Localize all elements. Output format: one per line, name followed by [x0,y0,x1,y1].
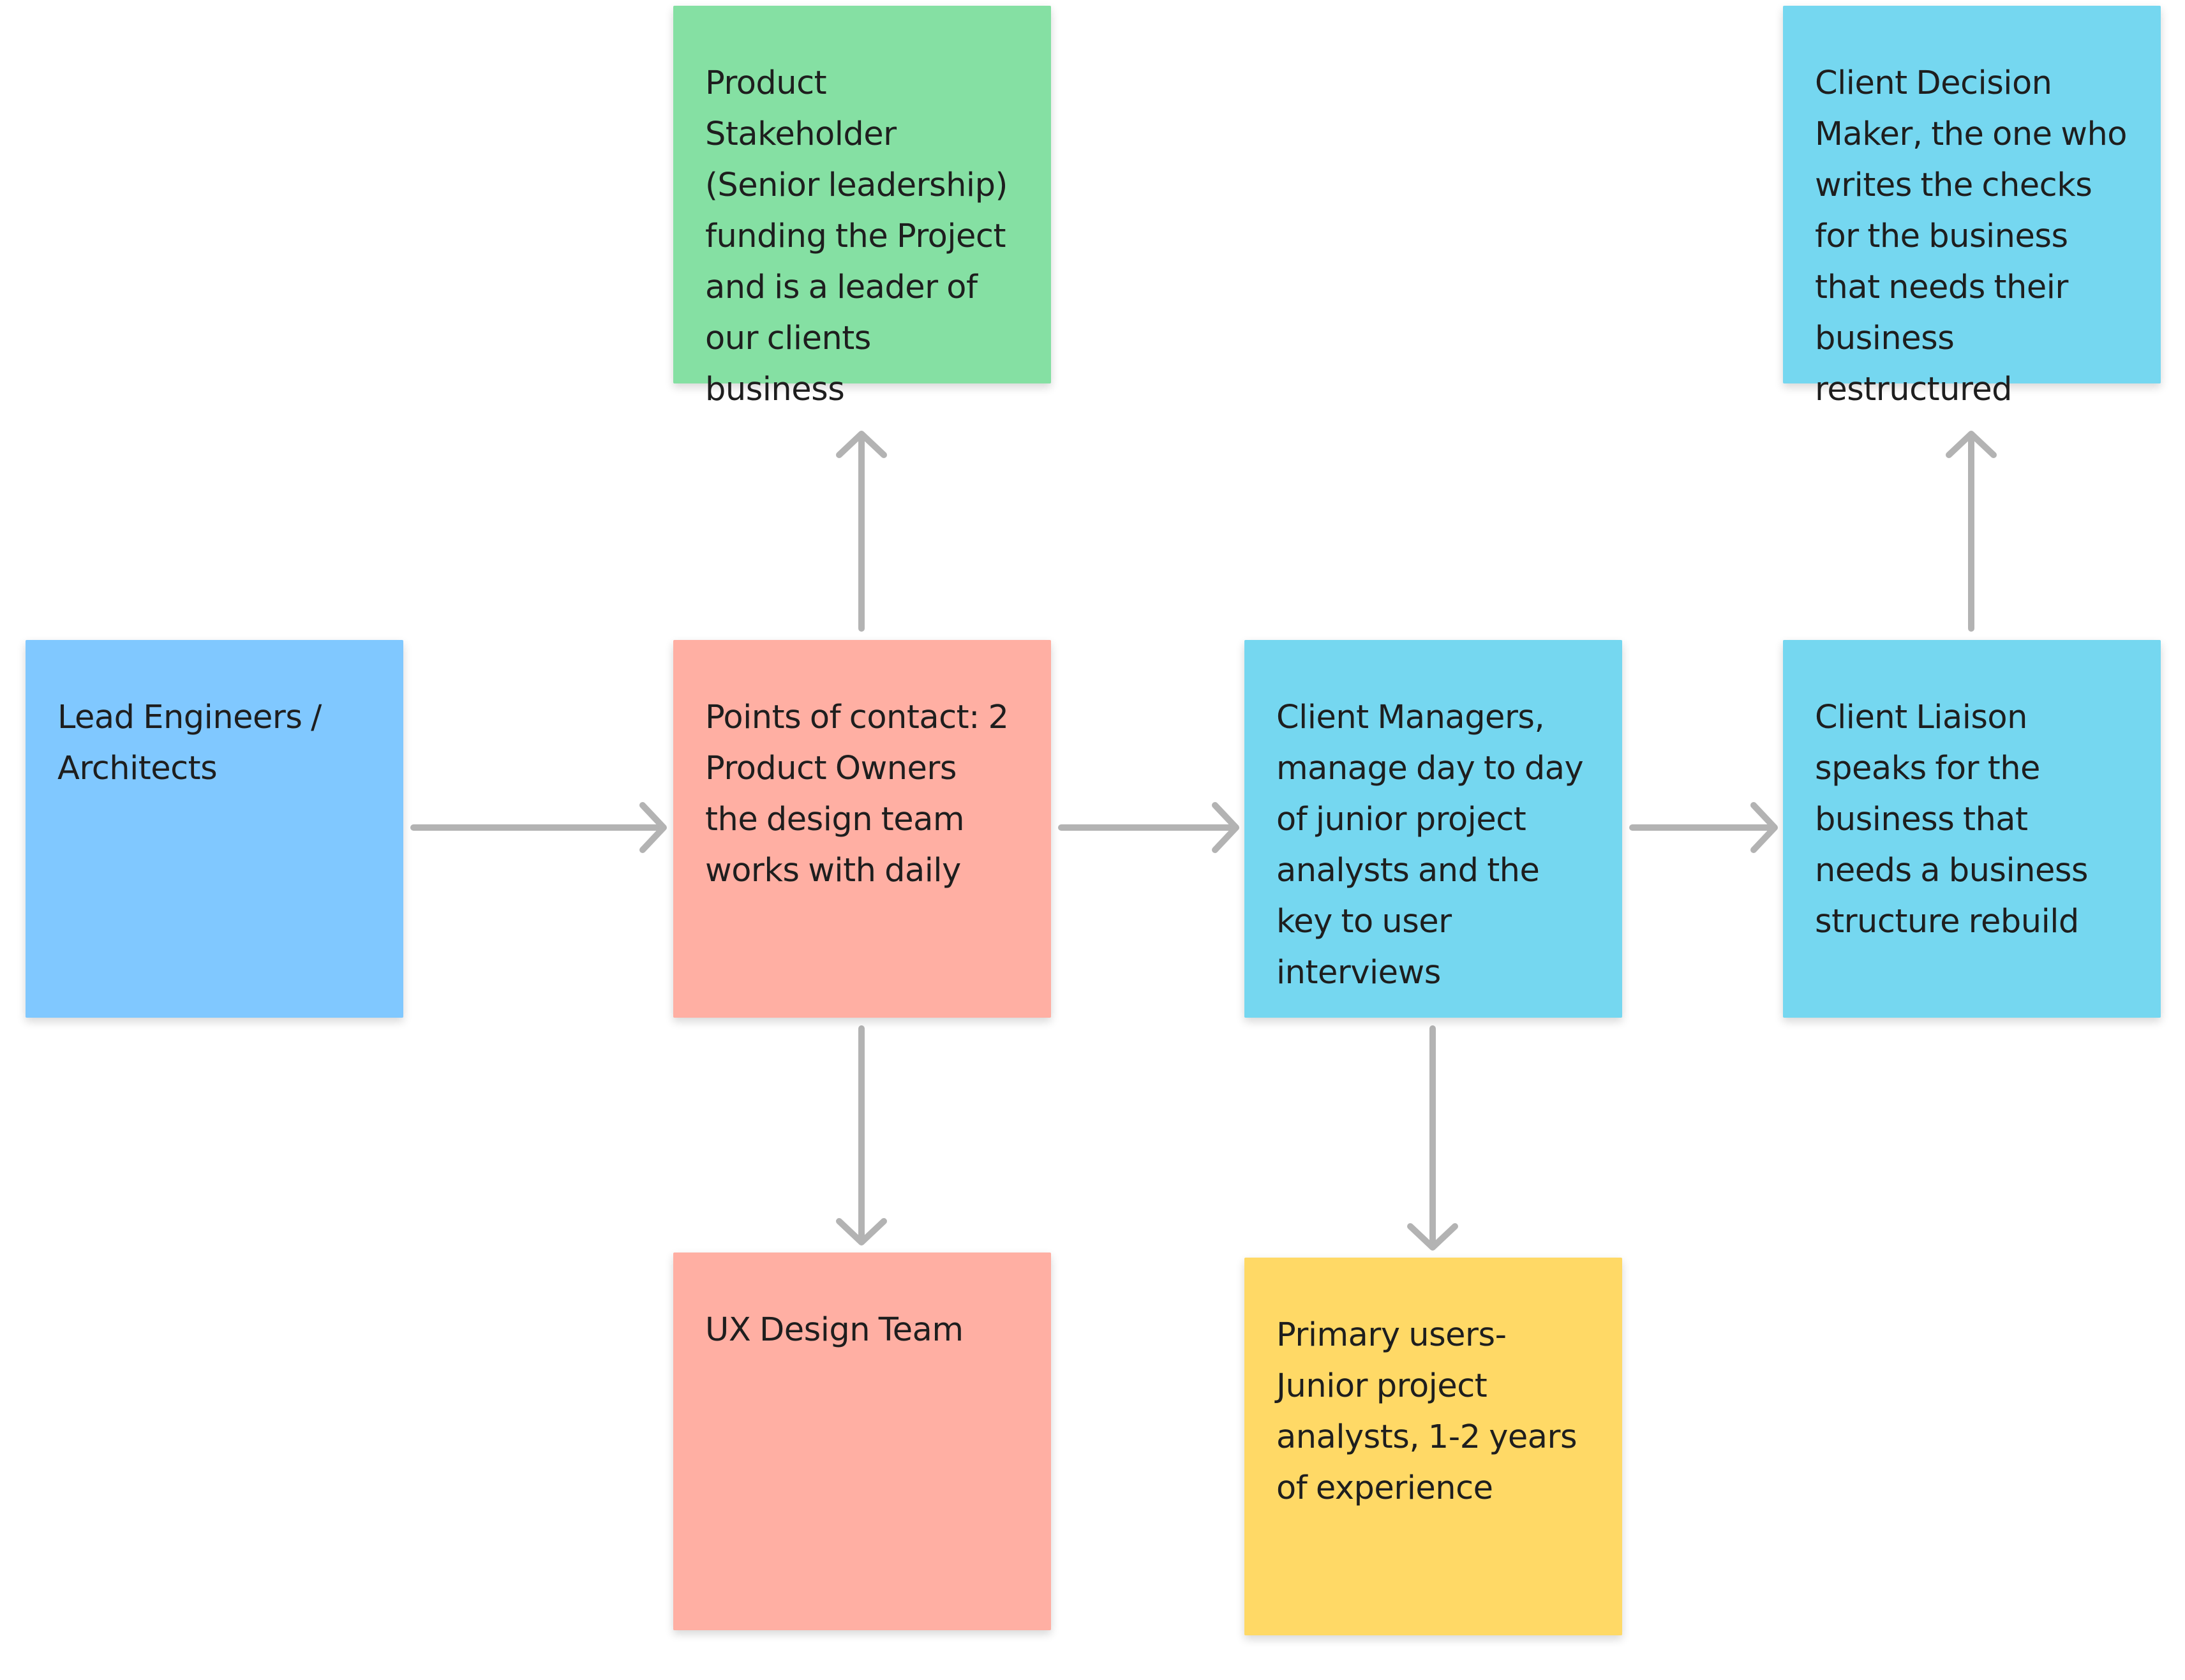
note-text-line: Product [705,64,827,102]
note-text-line: Primary users- [1276,1316,1507,1354]
note-text-line: business that [1815,801,2028,838]
note-text-line: Stakeholder [705,115,897,153]
note-text-line: Points of contact: 2 [705,699,1009,736]
sticky-note-lead-engineers[interactable]: Lead Engineers / Architects [26,640,403,1018]
note-text-line: Junior project [1276,1367,1488,1405]
note-text-line: structure rebuild [1815,903,2079,940]
sticky-note-points-of-contact[interactable]: Points of contact: 2 Product Owners the … [673,640,1051,1018]
note-text-line: Product Owners [705,750,957,787]
sticky-note-primary-users[interactable]: Primary users- Junior project analysts, … [1244,1258,1622,1635]
note-text-line: manage day to day [1276,750,1584,787]
note-text-line: (Senior leadership) [705,167,1008,204]
note-text-line: Lead Engineers / [57,699,322,736]
note-text-line: interviews [1276,954,1441,992]
sticky-note-client-decision-maker[interactable]: Client Decision Maker, the one who write… [1783,6,2161,408]
note-text-line: analysts and the [1276,852,1540,889]
note-text-line: Architects [57,750,218,787]
note-text-line: restructured [1815,371,2013,408]
note-text-line: Client Managers, [1276,699,1545,736]
connector-points-to-ux[interactable] [836,1025,887,1245]
connector-points-to-managers[interactable] [1058,802,1239,853]
note-text-line: for the business [1815,218,2068,255]
sticky-note-ux-design-team[interactable]: UX Design Team [673,1253,1051,1630]
connector-managers-to-users[interactable] [1407,1025,1458,1251]
connector-managers-to-liaison[interactable] [1629,802,1778,853]
note-text-line: business [1815,320,1955,357]
note-text-line: speaks for the [1815,750,2040,787]
note-text-line: Client Decision [1815,64,2052,102]
note-text-line: key to user [1276,903,1452,940]
note-text-line: that needs their [1815,269,2068,306]
note-text-line: the design team [705,801,965,838]
connector-points-to-stakeholder[interactable] [836,431,887,632]
sticky-note-client-managers[interactable]: Client Managers, manage day to day of ju… [1244,640,1622,1018]
note-text-line: business [705,371,845,408]
note-text-line: of junior project [1276,801,1526,838]
note-text-line: writes the checks [1815,167,2092,204]
note-text-line: funding the Project [705,218,1006,255]
note-text-line: UX Design Team [705,1311,964,1349]
note-text-line: of experience [1276,1469,1493,1507]
sticky-note-product-stakeholder[interactable]: Product Stakeholder (Senior leadership) … [673,6,1051,408]
note-text-line: Maker, the one who [1815,115,2128,153]
note-text-line: needs a business [1815,852,2088,889]
sticky-note-client-liaison[interactable]: Client Liaison speaks for the business t… [1783,640,2161,1018]
note-text-line: Client Liaison [1815,699,2027,736]
connector-liaison-to-decision-maker[interactable] [1946,431,1997,632]
note-text-line: and is a leader of [705,269,978,306]
connector-lead-to-points[interactable] [410,802,667,853]
note-text-line: works with daily [705,852,961,889]
note-text-line: analysts, 1-2 years [1276,1418,1577,1456]
note-text-line: our clients [705,320,871,357]
